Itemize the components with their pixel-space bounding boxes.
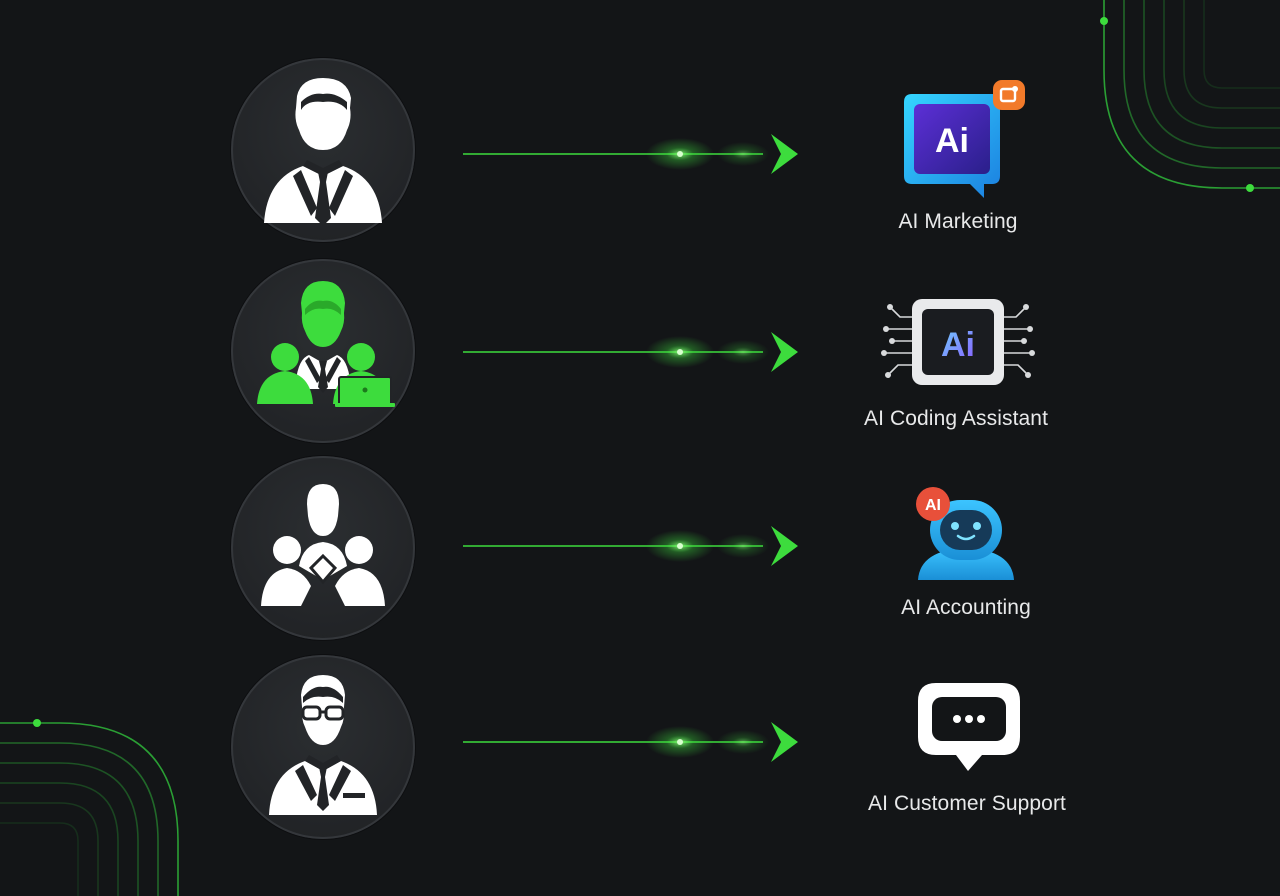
ai-marketing-icon: Ai (904, 80, 1025, 198)
robot-badge-text: AI (925, 497, 941, 514)
app-label: AI Accounting (901, 596, 1031, 619)
marketing-icon-text: Ai (935, 122, 969, 160)
ai-chip-icon: Ai (881, 299, 1035, 385)
circuit-lines-top-right-decoration (1100, 0, 1280, 192)
chat-bubble-icon (918, 683, 1020, 771)
connector-arrow (463, 134, 798, 174)
connector-arrow (463, 526, 798, 566)
ai-robot-icon: AI (916, 487, 1014, 580)
avatar-circle (231, 655, 415, 839)
avatar-circle (231, 58, 415, 242)
connector-arrow (463, 722, 798, 762)
circuit-lines-bottom-left-decoration (0, 719, 179, 896)
connector-arrow (463, 332, 798, 372)
mapping-row-coding: Ai AI Coding Assistant (0, 259, 1280, 449)
team-with-laptop-icon (257, 281, 395, 407)
app-label: AI Coding Assistant (864, 407, 1048, 430)
mapping-row-accounting: AI AI Accounting (0, 456, 1280, 646)
avatar-circle (231, 456, 415, 640)
app-label: AI Customer Support (868, 792, 1066, 815)
mapping-row-marketing: Ai AI Marketing (0, 58, 1280, 248)
group-icon (261, 484, 385, 606)
glasses-businessman-icon (269, 675, 377, 815)
chip-icon-text: Ai (941, 326, 975, 364)
mapping-row-support: AI Customer Support (0, 655, 1280, 845)
avatar-circle (231, 259, 415, 443)
app-label: AI Marketing (898, 210, 1018, 233)
businessman-icon (264, 78, 382, 226)
